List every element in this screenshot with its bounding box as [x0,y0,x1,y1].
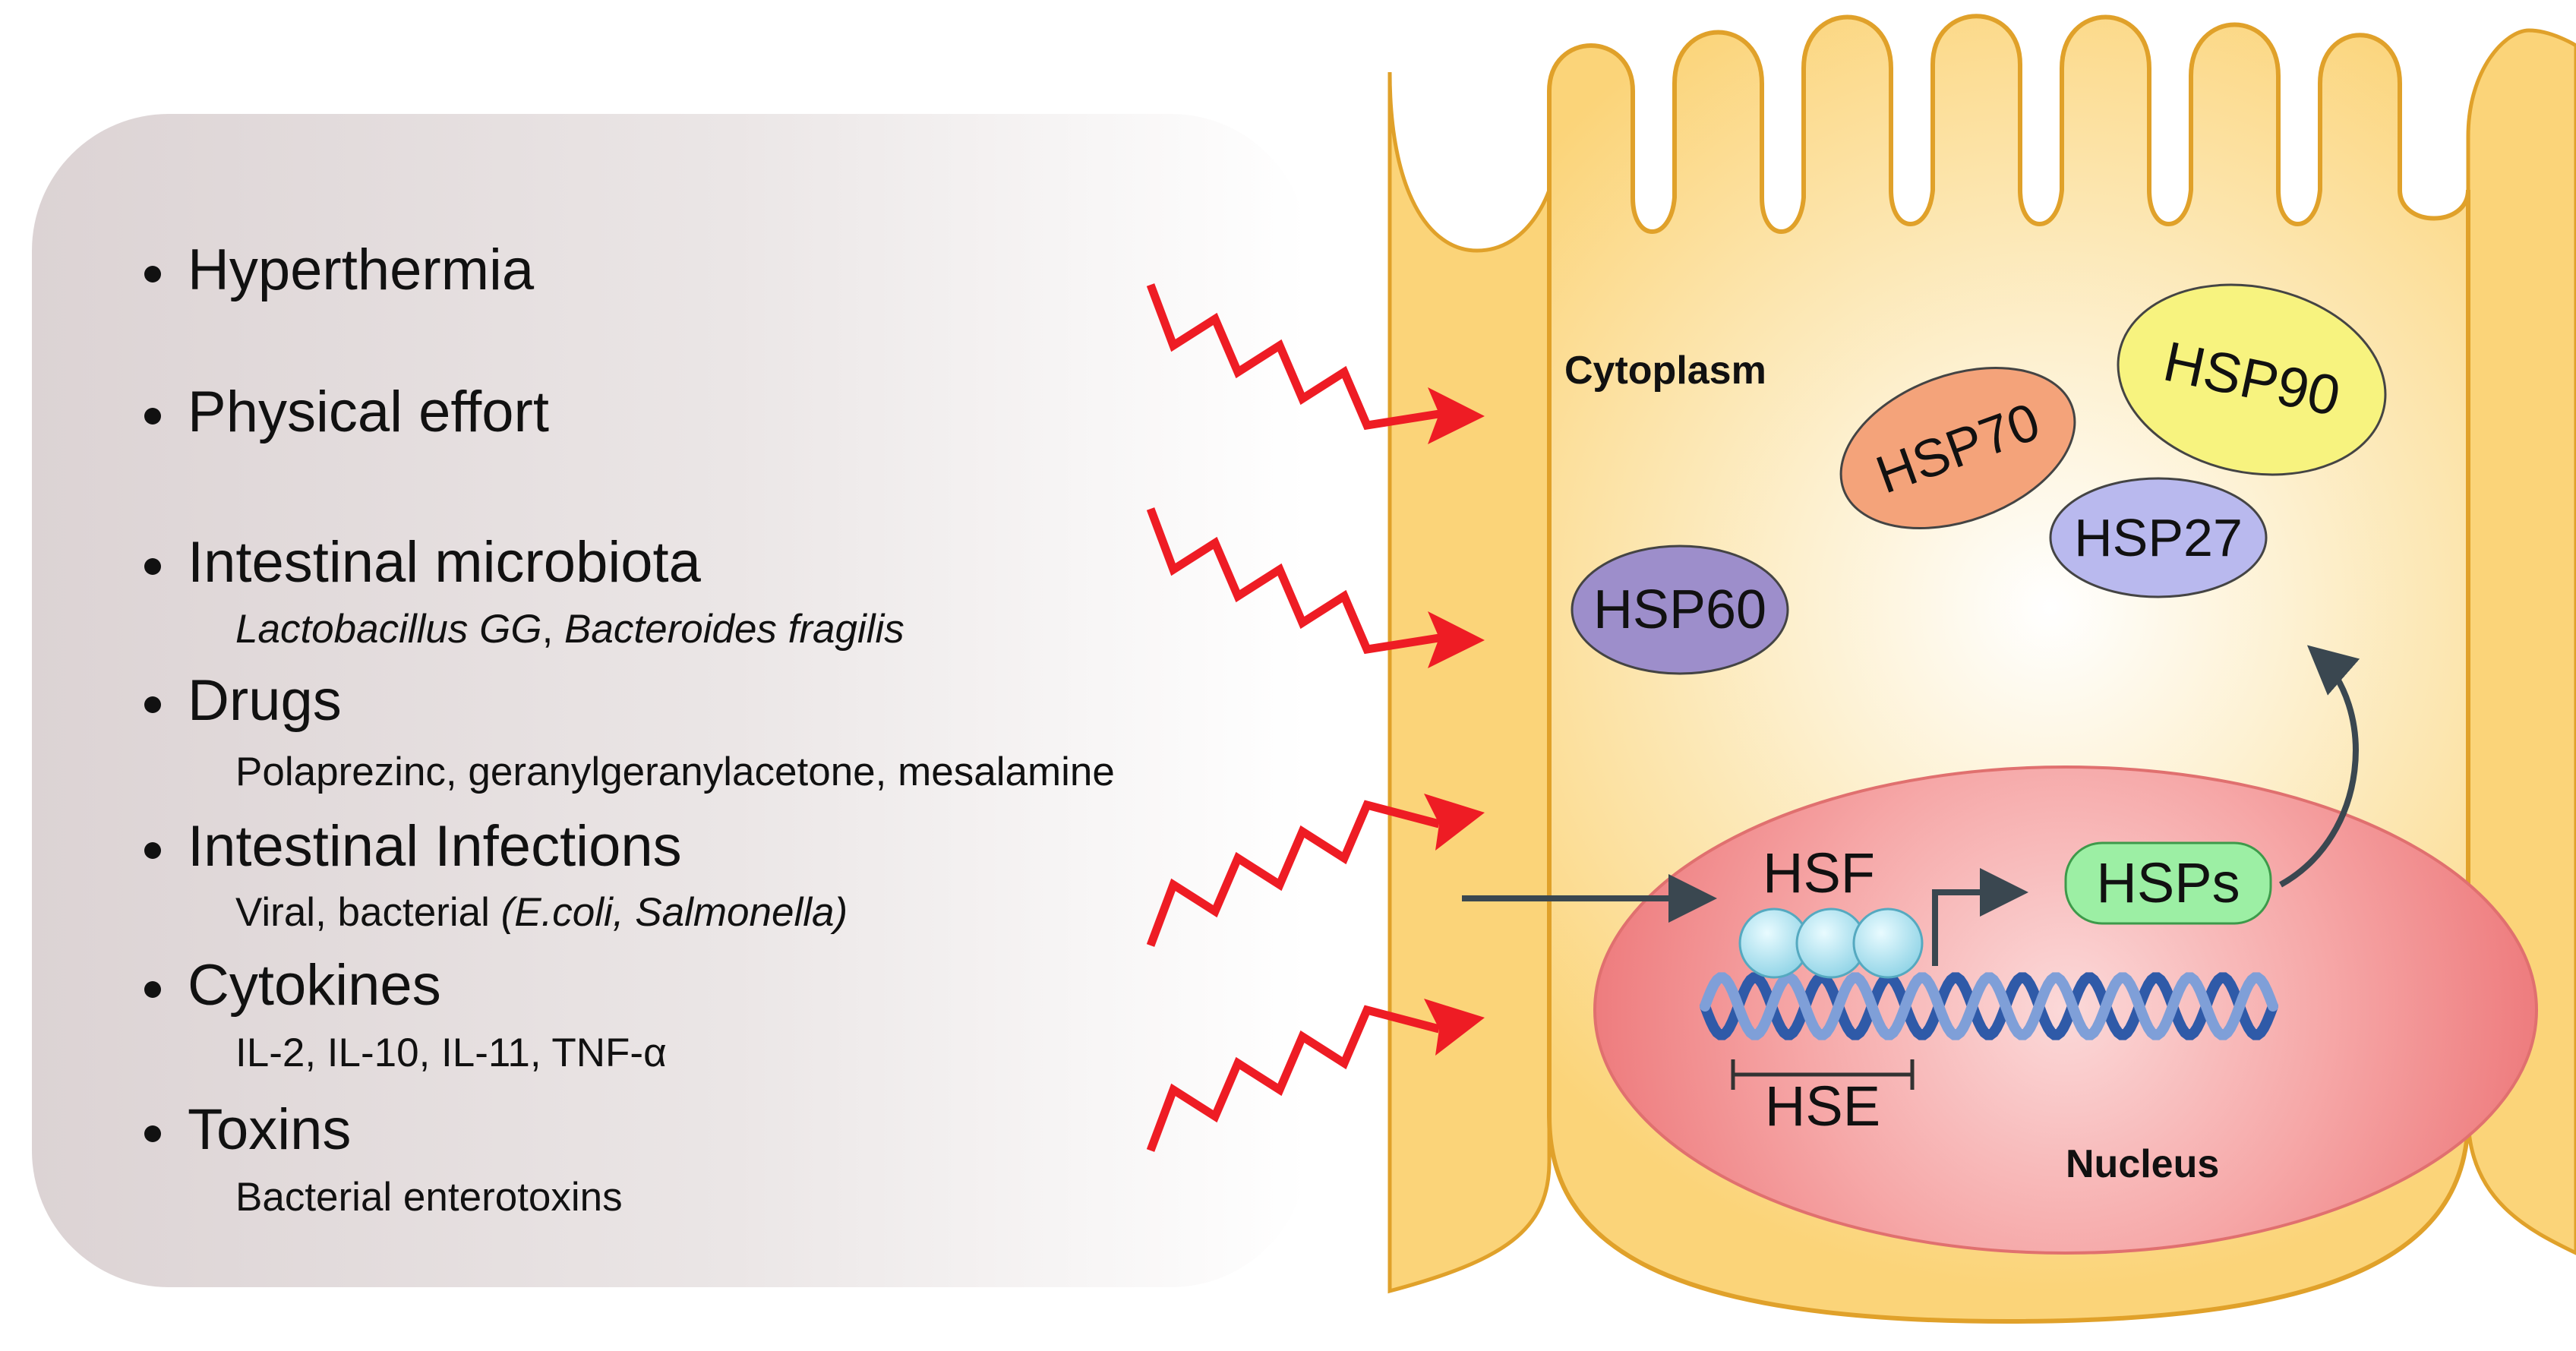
stimulus-title: Intestinal microbiota [188,530,701,595]
hse-bracket [1731,1059,1915,1090]
bullet-dot [144,981,161,998]
stress-arrow-2 [1146,507,1440,655]
stress-arrow-1-head [1428,387,1485,444]
bullet-dot [144,1125,161,1142]
hsp70-shape [1839,366,2076,530]
transcription-arrow [1932,868,2028,966]
stimulus-title: Hyperthermia [188,238,535,302]
stimulus-examples: Polaprezinc, geranylgeranylacetone, mesa… [235,752,1115,792]
stimulus-example-text: Bacteroides fragilis [564,607,904,652]
hsp60-label: HSP60 [1593,579,1766,640]
stress-arrow-4-head [1424,999,1485,1056]
hsp27-label: HSP27 [2074,508,2243,567]
stress-arrow-3 [1146,800,1441,947]
hsp60-shape [1571,545,1789,675]
stimulus-example-text: (E.coli, Salmonella) [500,890,848,935]
dna-strand-a [1700,972,2278,1040]
hsp70-protein: HSP70 [1839,366,2076,530]
hsps-box [2064,841,2272,925]
hse-label: HSE [1765,1075,1880,1138]
hsp27-protein: HSP27 [2049,477,2268,598]
stimulus-example-text: Viral, bacterial [235,890,501,935]
hsps-to-cytoplasm-arrow [2279,645,2360,888]
hsp90-shape [2117,283,2387,476]
stress-arrow [1146,283,1485,444]
stimulus-title: Intestinal Infections [188,814,682,879]
stimulus-title: Cytokines [188,953,441,1018]
bullet-dot [144,408,161,425]
cytoplasm-label: Cytoplasm [1564,349,1766,393]
stress-arrow-2-head [1428,611,1485,668]
hsp60-protein: HSP60 [1571,545,1789,675]
hsps-label: HSPs [2096,851,2240,914]
hsp90-protein: HSP90 [2117,283,2387,476]
stimulus-example-text: IL-2, IL-10, IL-11, TNF-α [235,1031,667,1075]
stimulus-example-text: , [541,607,565,652]
stimulus-title: Physical effort [188,380,549,444]
stress-arrow-4 [1146,1005,1441,1152]
stimulus-examples: Bacterial enterotoxins [235,1177,623,1217]
stress-arrow [1146,999,1485,1152]
stress-arrow-1 [1146,283,1440,431]
stimulus-title: Drugs [188,668,342,733]
stress-arrow-3-head [1424,794,1485,851]
stress-arrow [1146,507,1485,668]
stimulus-example-text: Polaprezinc, geranylgeranylacetone, mesa… [235,750,1115,794]
bullet-dot [144,696,161,713]
neighbour-cell-left [1387,71,1552,1294]
stimulus-example-text: Lactobacillus GG [235,607,542,652]
stimulus-title: Toxins [188,1097,352,1162]
stimulus-example-text: Bacterial enterotoxins [235,1175,623,1220]
bullet-dot [144,558,161,575]
hsp27-shape [2049,477,2268,598]
bullet-dot [144,266,161,283]
stimulus-examples: Viral, bacterial (E.coli, Salmonella) [235,892,848,933]
hsf-bead [1852,908,1924,979]
stress-arrow [1146,794,1485,947]
stimulus-examples: IL-2, IL-10, IL-11, TNF-α [235,1033,667,1073]
dna-strand-b [1700,972,2278,1040]
hsf-label: HSF [1763,841,1875,904]
bullet-dot [144,842,161,859]
dna-helix [1700,972,2278,1040]
stimulus-examples: Lactobacillus GG, Bacteroides fragilis [235,609,904,649]
hse-bracket-line [1731,1059,1915,1090]
nucleus-label: Nucleus [2066,1142,2219,1186]
